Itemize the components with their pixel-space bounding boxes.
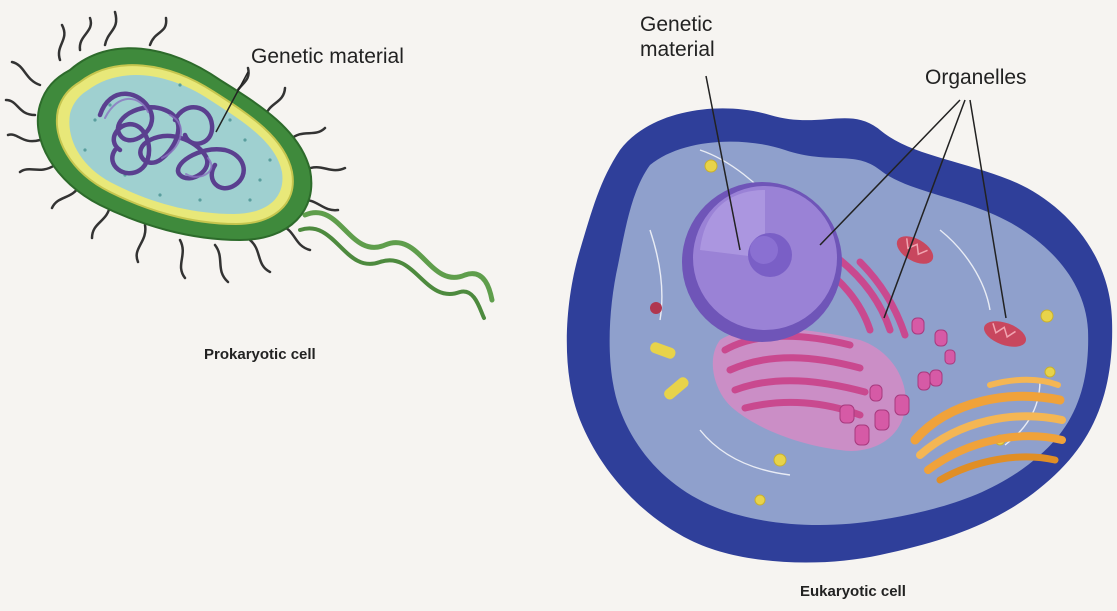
prokaryote-genetic-material-label: Genetic material	[251, 44, 404, 69]
eukaryote-genetic-material-line2: material	[640, 37, 715, 62]
eukaryotic-cell	[567, 76, 1112, 563]
lysosome	[650, 302, 662, 314]
prokaryotic-cell-caption: Prokaryotic cell	[204, 346, 316, 363]
nucleus	[682, 182, 842, 342]
prokaryotic-cell	[6, 12, 492, 318]
eukaryote-genetic-material-line1: Genetic	[640, 12, 715, 37]
eukaryote-genetic-material-label: Genetic material	[640, 12, 715, 62]
eukaryotic-cell-caption: Eukaryotic cell	[800, 583, 906, 600]
organelles-label: Organelles	[925, 65, 1027, 90]
flagellum	[305, 213, 492, 300]
